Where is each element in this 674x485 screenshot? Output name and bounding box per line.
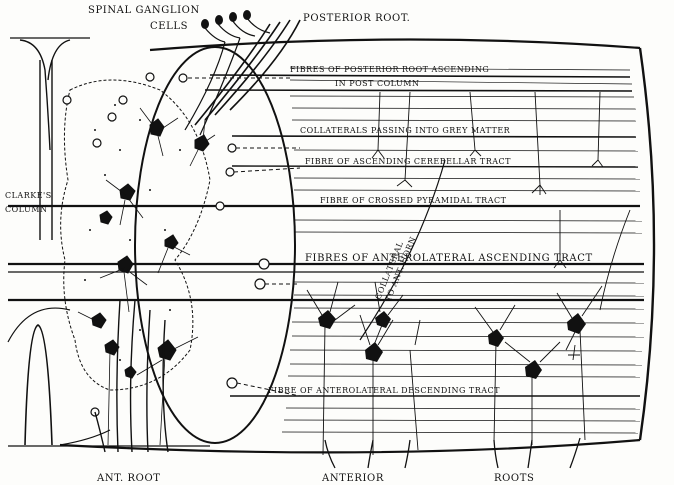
clarkes-column-label-1: CLARKE'S — [5, 191, 52, 200]
ganglion-cell-icon — [215, 15, 223, 25]
ant-root-label: ANT. ROOT — [96, 473, 161, 484]
fibres-anterolateral-asc-label: FIBRES OF ANTEROLATERAL ASCENDING TRACT — [305, 253, 593, 264]
fibre-end-rings — [63, 73, 269, 388]
fibre-anterolateral-desc-label: FIBRE OF ANTEROLATERAL DESCENDING TRACT — [268, 386, 500, 395]
fibre-cerebellar-label: FIBRE OF ASCENDING CEREBELLAR TRACT — [305, 157, 511, 166]
anterior-horn-cells — [307, 282, 602, 455]
posterior-root — [185, 18, 300, 135]
ganglion-cell-icon — [201, 19, 209, 29]
ganglion-cell-icon — [229, 12, 237, 22]
roots-label: ROOTS — [494, 473, 534, 484]
spinal-ganglion-cells-label: CELLS — [150, 21, 188, 32]
spinal-ganglion-label: SPINAL GANGLION — [88, 5, 200, 16]
fibres-posterior-label-1: FIBRES OF POSTERIOR ROOT ASCENDING — [290, 65, 489, 74]
clarkes-column-label-2: COLUMN — [5, 205, 48, 214]
collateral-ant-horn-label: COLLATERAL TO ANT. HORN — [374, 232, 418, 305]
posterior-root-label: POSTERIOR ROOT. — [303, 13, 410, 24]
ganglion-cell-icon — [243, 10, 251, 20]
anterior-label: ANTERIOR — [321, 473, 384, 484]
fibre-pyramidal-label: FIBRE OF CROSSED PYRAMIDAL TRACT — [320, 196, 507, 205]
spinal-ganglion-cell-icons — [201, 10, 251, 29]
fibres-posterior-label-2: IN POST COLUMN — [335, 79, 420, 88]
white-matter-hatching — [282, 68, 644, 433]
collaterals-label: COLLATERALS PASSING INTO GREY MATTER — [300, 126, 511, 135]
